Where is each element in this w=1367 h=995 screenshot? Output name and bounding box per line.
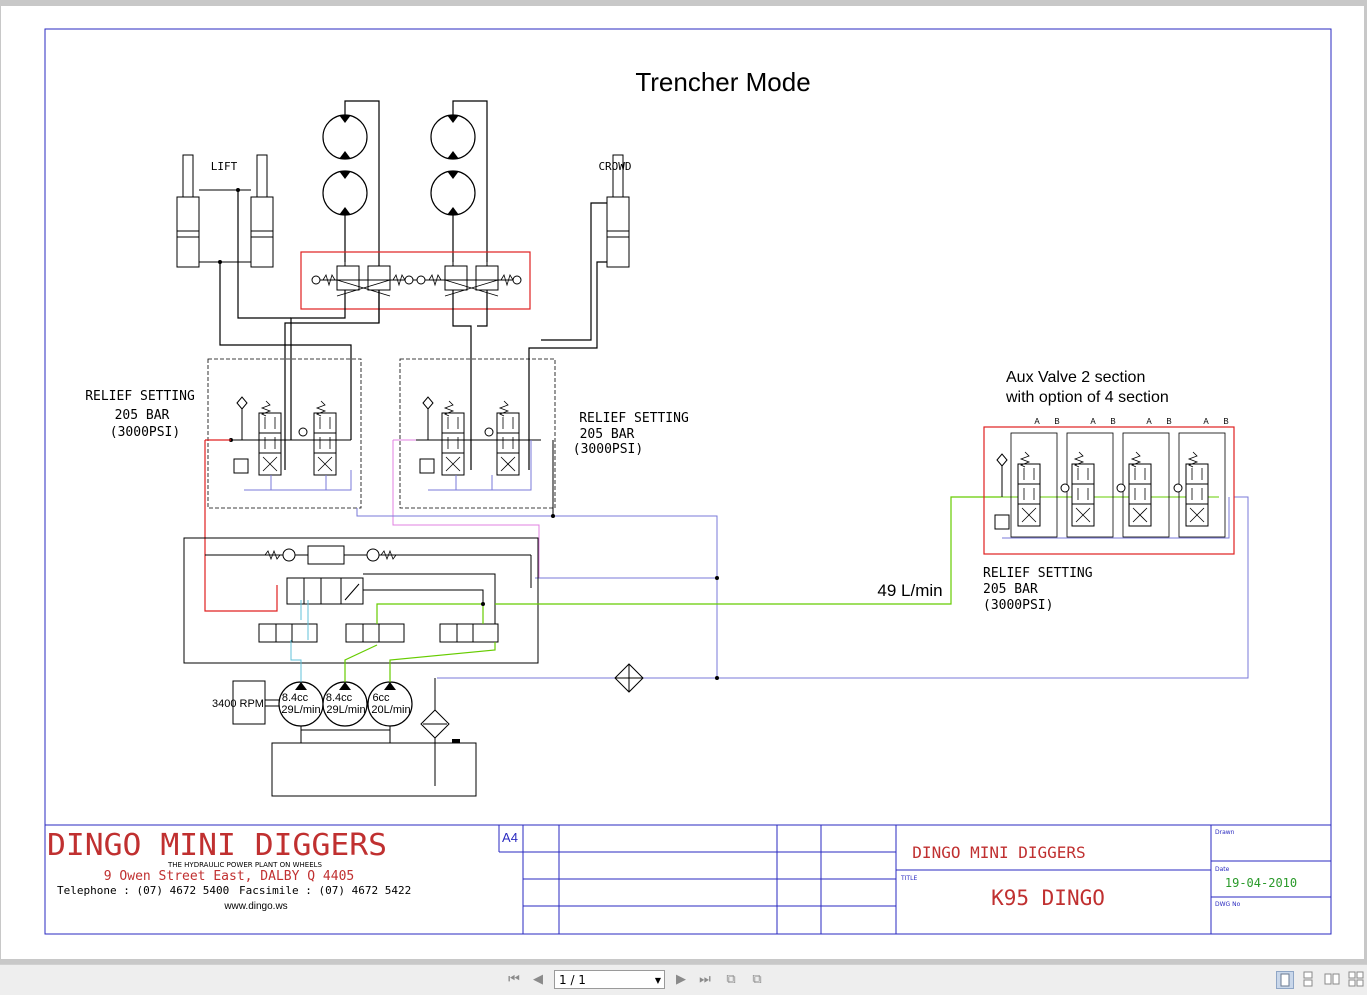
relief-left-line3: (3000PSI) [110,425,180,440]
pump2-displacement: 8.4cc [326,692,353,704]
title-label: TITLE [900,875,917,882]
drawing-border [44,28,1332,935]
copy-page-icon[interactable]: ⧉ [752,972,762,987]
title-block: DINGO MINI DIGGERS THE HYDRAULIC POWER P… [45,824,1331,934]
aux-port-b-1: B [1054,417,1059,426]
pump1-flow: 29L/min [281,704,320,716]
company-fax: Facsimile : (07) 4672 5422 [239,884,411,897]
company-name: DINGO MINI DIGGERS [47,828,387,863]
pump3-flow: 20L/min [371,704,410,716]
sheet-size: A4 [502,830,518,845]
last-page-icon[interactable]: ⏭ [699,972,711,987]
relief-aux-line1: RELIEF SETTING [983,566,1093,581]
two-page-view-icon[interactable] [1324,971,1342,989]
lift-cylinders: LIFT [176,154,352,440]
pump1-displacement: 8.4cc [282,692,309,704]
main-manifold [183,537,539,664]
counterbalance-block [284,251,531,470]
single-page-view-icon[interactable] [1276,971,1294,989]
aux-pressure-line [495,496,1001,605]
aux-port-b-3: B [1166,417,1171,426]
aux-port-a-3: A [1146,417,1152,426]
company-tagline: THE HYDRAULIC POWER PLANT ON WHEELS [167,861,323,869]
aux-port-a-1: A [1034,417,1040,426]
relief-mid-line3: (3000PSI) [573,442,643,457]
company-address: 9 Owen Street East, DALBY Q 4405 [104,869,354,884]
crowd-cylinder: CROWD [528,154,632,470]
drawing-date: 19-04-2010 [1225,876,1297,890]
date-label: Date [1215,866,1230,873]
relief-mid-line1: RELIEF SETTING [579,411,689,426]
two-page-continuous-view-icon[interactable] [1348,971,1366,989]
relief-mid-line2: 205 BAR [580,427,635,442]
pilot-line-red [204,440,278,612]
drawing-sheet: Trencher Mode [1,6,1364,959]
chevron-down-icon: ▼ [654,976,661,985]
continuous-view-icon[interactable] [1300,971,1318,989]
dwg-label: DWG No [1215,901,1241,908]
relief-aux-line3: (3000PSI) [983,598,1053,613]
pump2-flow: 29L/min [326,704,365,716]
company-phone: Telephone : (07) 4672 5400 [57,884,229,897]
crowd-label: CROWD [598,160,631,173]
diagram-title: Trencher Mode [635,67,810,97]
next-page-icon[interactable]: ▶ [676,972,686,987]
rpm-label: 3400 RPM [212,698,264,710]
tank-return-blue [437,496,1249,679]
viewer-toolbar: ⏮ ◀ 1 / 1 ▼ ▶ ⏭ ⧉ ⧉ [0,964,1367,995]
pump-group: 3400 RPM 8.4cc 29L/min 8.4cc 29L/min 6cc… [212,600,496,778]
prev-page-icon[interactable]: ◀ [533,972,543,987]
drawn-label: Drawn [1215,829,1235,836]
return-line-blue [356,508,718,678]
aux-label-line1: Aux Valve 2 section [1006,369,1145,386]
hydraulic-schematic: Trencher Mode [44,28,1332,935]
flow-label: 49 L/min [877,581,942,600]
relief-aux-line2: 205 BAR [983,582,1038,597]
middle-valve-bank: RELIEF SETTING 205 BAR (3000PSI) [399,358,689,509]
hydraulic-tank [271,678,477,797]
left-valve-bank: RELIEF SETTING 205 BAR (3000PSI) [85,358,362,509]
lift-label: LIFT [211,160,238,173]
insert-page-icon[interactable]: ⧉ [726,972,736,987]
aux-label-line2: with option of 4 section [1005,389,1169,406]
aux-port-b-4: B [1223,417,1228,426]
aux-port-a-2: A [1090,417,1096,426]
drive-motors [322,100,488,323]
pilot-line-magenta [392,440,540,578]
aux-port-b-2: B [1110,417,1115,426]
title-block-company: DINGO MINI DIGGERS [912,843,1085,862]
page-select[interactable]: 1 / 1 ▼ [554,970,665,989]
pump3-displacement: 6cc [372,692,390,704]
company-web: www.dingo.ws [223,901,287,912]
relief-left-line2: 205 BAR [115,408,170,423]
aux-valve: Aux Valve 2 section with option of 4 sec… [983,369,1235,613]
page-select-value: 1 / 1 [559,973,586,987]
first-page-icon[interactable]: ⏮ [508,972,520,987]
aux-port-a-4: A [1203,417,1209,426]
relief-left-line1: RELIEF SETTING [85,389,195,404]
drawing-title: K95 DINGO [991,886,1105,910]
